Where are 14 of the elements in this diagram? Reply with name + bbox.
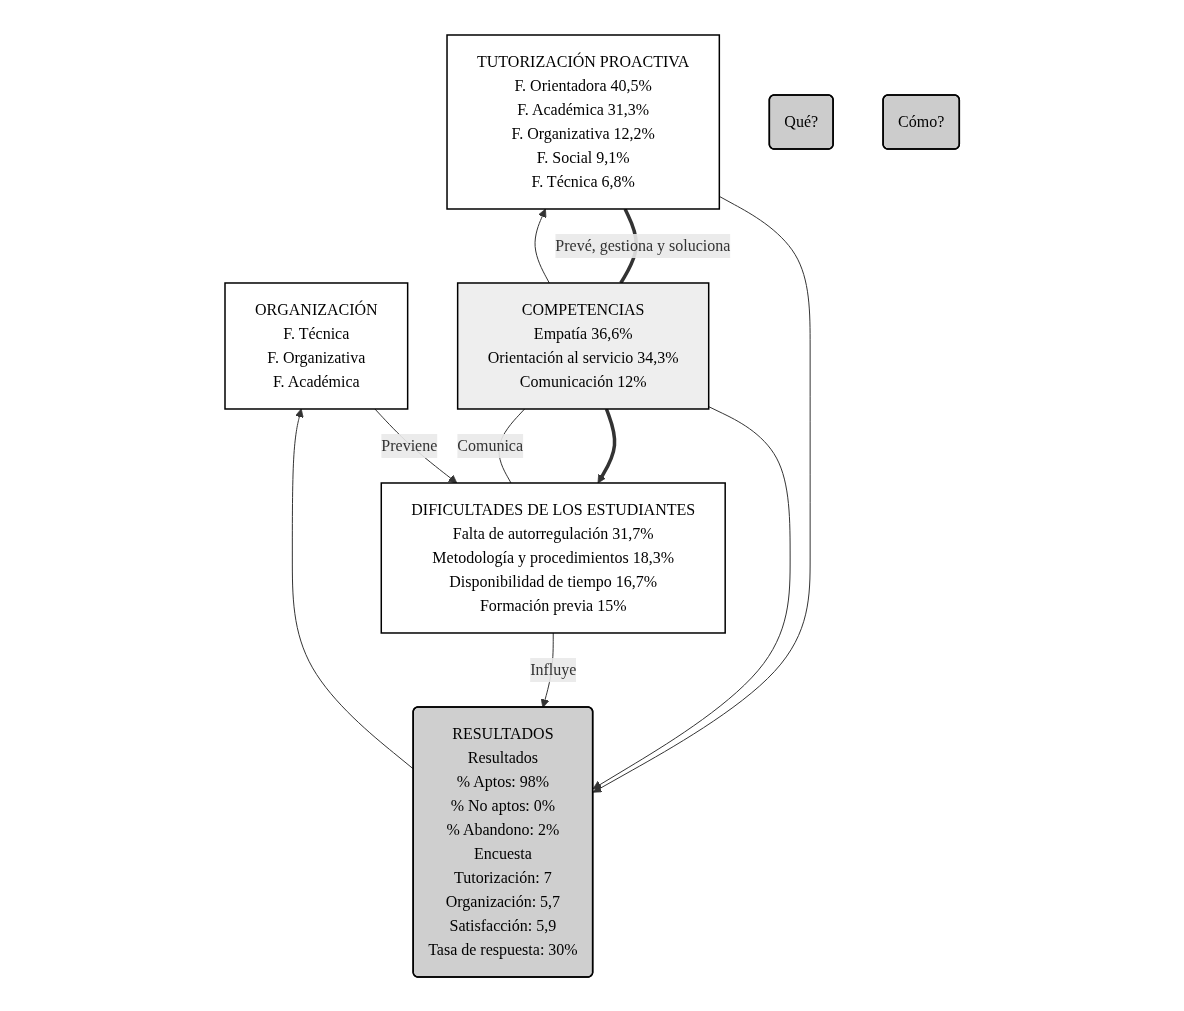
arrow [592,195,811,793]
arrow [374,408,458,483]
edge-label: Comunica [457,436,523,454]
node-box: DIFICULTADES DE LOS ESTUDIANTES Falta de autorregulación 31,7% Metodología y procedimientos 18,3% Disponibilidad de tiempo 16,7% Formación previa 15% [380,481,726,634]
arrow [534,208,550,283]
arrow [597,407,617,483]
node-box: TUTORIZACIÓN PROACTIVA F. Orientadora 40,5% F. Académica 31,3% F. Organizativa 12,2% F. Social 9,1% F. Técnica 6,8% [446,33,720,210]
arrow [592,405,791,789]
arrow [291,408,414,770]
node-box: ORGANIZACIÓN F. Técnica F. Organizativa F. Académica [224,281,409,410]
edge-label: Influye [529,660,577,678]
node-box: COMPETENCIAS Empatía 36,6% Orientación al servicio 34,3% Comunicación 12% [456,281,710,410]
edge-label: Previene [381,436,438,454]
edge-label: Prevé, gestiona y soluciona [555,236,731,254]
